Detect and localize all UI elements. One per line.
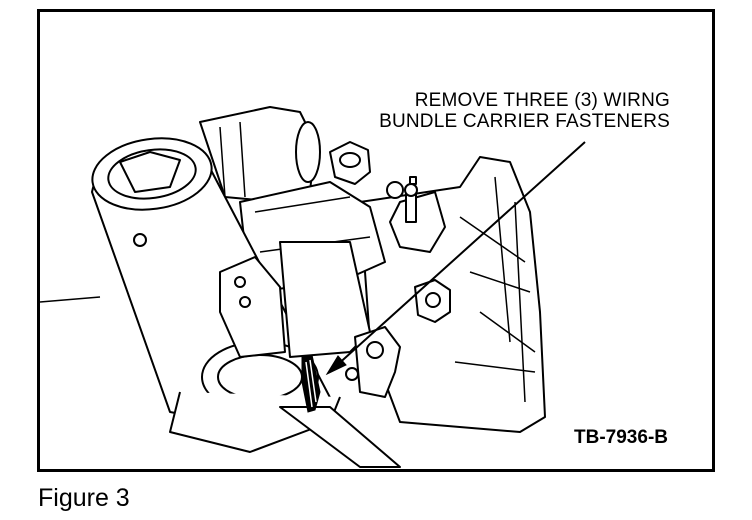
callout-line-2: BUNDLE CARRIER FASTENERS <box>379 111 670 132</box>
figure-code: TB-7936-B <box>574 427 668 448</box>
callout-line-1: REMOVE THREE (3) WIRNG <box>414 90 670 111</box>
diagram-frame: REMOVE THREE (3) WIRNG BUNDLE CARRIER FA… <box>37 9 715 472</box>
steering-column-illustration <box>40 106 586 468</box>
figure-caption: Figure 3 <box>38 484 130 512</box>
callout-text: REMOVE THREE (3) WIRNG BUNDLE CARRIER FA… <box>379 90 670 132</box>
